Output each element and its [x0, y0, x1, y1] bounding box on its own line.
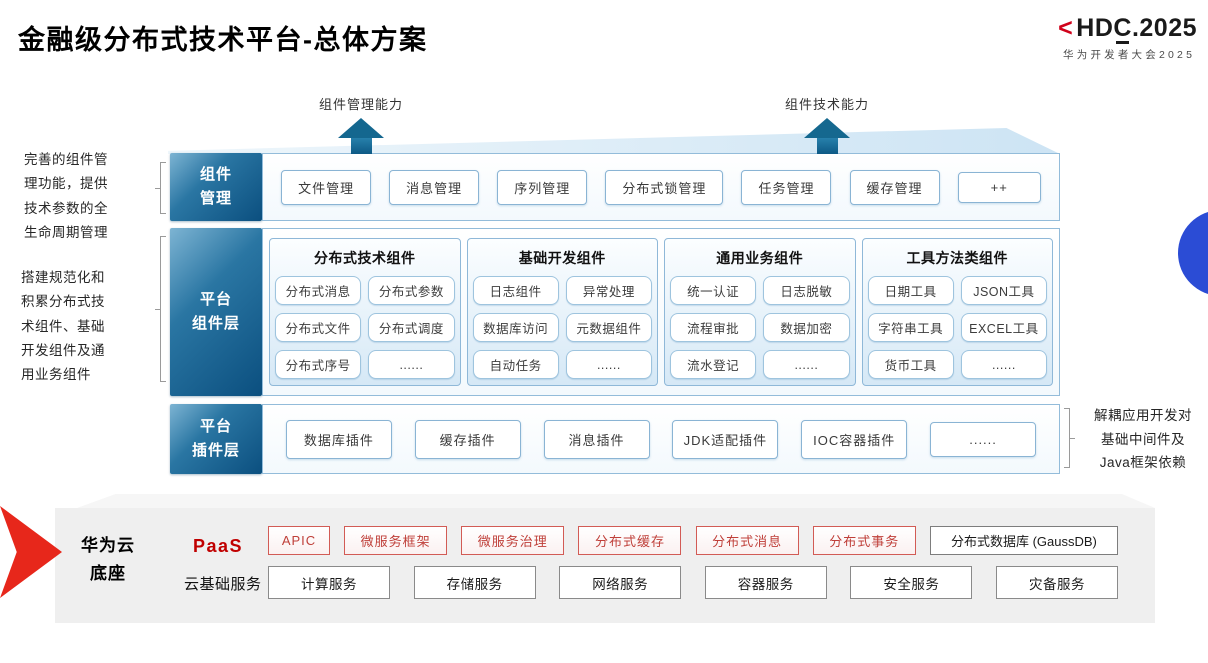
- red-chevron-icon: [0, 506, 62, 598]
- arrow-label-management: 组件管理能力: [318, 97, 403, 112]
- component-cell: JSON工具: [960, 276, 1047, 305]
- arrow-label-technology: 组件技术能力: [784, 97, 869, 112]
- hdc-left-bracket: <: [1058, 14, 1074, 42]
- plugin-item: 数据库插件: [285, 419, 392, 459]
- hdc-text-prefix: HD: [1076, 14, 1114, 42]
- iaas-service: 安全服务: [850, 566, 973, 599]
- mgmt-item: 序列管理: [497, 169, 588, 205]
- paas-service: 分布式缓存: [578, 526, 682, 555]
- layer-label-platform-components: 平台 组件层: [170, 228, 262, 396]
- foundation-roof: [77, 494, 1155, 508]
- perspective-roof: [168, 128, 1060, 154]
- component-cell: ......: [565, 350, 652, 379]
- note-decoupling: 解耦应用开发对 基础中间件及 Java框架依赖: [1094, 408, 1192, 471]
- paas-service: 分布式消息: [695, 526, 799, 555]
- mgmt-item: 任务管理: [741, 169, 832, 205]
- up-arrow-stem: [816, 138, 838, 154]
- capability-arrow-technology: 组件技术能力: [779, 94, 875, 154]
- component-cell: 异常处理: [565, 276, 652, 305]
- cloud-basic-services-label: 云基础服务: [184, 576, 262, 593]
- group-title: 分布式技术组件: [314, 250, 416, 266]
- component-cell: 货币工具: [867, 350, 954, 379]
- iaas-service: 容器服务: [704, 566, 827, 599]
- plugin-item: 消息插件: [543, 419, 650, 459]
- left-brace-bottom: [155, 236, 166, 382]
- component-cell: 分布式序号: [275, 350, 362, 379]
- mgmt-item-plus: ++: [957, 171, 1041, 203]
- component-cell: ......: [368, 350, 455, 379]
- left-brace-top: [155, 162, 166, 214]
- page-title: 金融级分布式技术平台-总体方案: [18, 25, 428, 55]
- paas-service: 微服务框架: [344, 526, 448, 555]
- layer-label-platform-plugins: 平台 插件层: [170, 404, 262, 474]
- note-platform-components: 搭建规范化和 积累分布式技 术组件、基础 开发组件及通 用业务组件: [21, 270, 105, 383]
- plugin-item: JDK适配插件: [672, 419, 779, 459]
- group-title: 基础开发组件: [518, 250, 606, 266]
- capability-arrow-management: 组件管理能力: [313, 94, 409, 154]
- component-cell: ......: [763, 350, 850, 379]
- component-cell: 日志组件: [472, 276, 559, 305]
- component-cell: 分布式参数: [368, 276, 455, 305]
- iaas-service: 计算服务: [268, 566, 390, 599]
- plugin-item: 缓存插件: [414, 419, 521, 459]
- iaas-services-row: 计算服务 存储服务 网络服务 容器服务 安全服务 灾备服务: [268, 566, 1118, 599]
- note-component-management: 完善的组件管 理功能，提供 技术参数的全 生命周期管理: [24, 152, 108, 240]
- layer-row-component-mgmt: 文件管理 消息管理 序列管理 分布式锁管理 任务管理 缓存管理 ++: [262, 153, 1060, 221]
- component-group-distributed: 分布式技术组件 分布式消息 分布式参数 分布式文件 分布式调度 分布式序号 ..…: [269, 238, 461, 386]
- layer-row-platform-components: 分布式技术组件 分布式消息 分布式参数 分布式文件 分布式调度 分布式序号 ..…: [262, 228, 1060, 396]
- up-arrow-icon: [338, 118, 384, 138]
- component-cell: 数据加密: [763, 313, 850, 342]
- mgmt-item: 分布式锁管理: [605, 169, 724, 205]
- component-cell: ......: [960, 350, 1047, 379]
- component-cell: 分布式调度: [368, 313, 455, 342]
- group-title: 工具方法类组件: [906, 250, 1008, 266]
- mgmt-item: 缓存管理: [849, 169, 940, 205]
- paas-service: 微服务治理: [461, 526, 565, 555]
- component-cell: 流水登记: [670, 350, 757, 379]
- component-cell: 字符串工具: [867, 313, 954, 342]
- component-cell: 数据库访问: [472, 313, 559, 342]
- paas-service: 分布式事务: [812, 526, 916, 555]
- paas-service-gaussdb: 分布式数据库 (GaussDB): [929, 526, 1118, 555]
- component-cell: 分布式消息: [275, 276, 362, 305]
- plugin-item: ......: [930, 421, 1037, 457]
- up-arrow-icon: [804, 118, 850, 138]
- layer-row-platform-plugins: 数据库插件 缓存插件 消息插件 JDK适配插件 IOC容器插件 ......: [262, 404, 1060, 474]
- hdc-text-suffix: .2025: [1131, 14, 1197, 42]
- mgmt-item: 消息管理: [389, 169, 480, 205]
- up-arrow-stem: [350, 138, 372, 154]
- iaas-service: 灾备服务: [995, 566, 1118, 599]
- group-title: 通用业务组件: [716, 250, 804, 266]
- paas-service: APIC: [268, 526, 330, 555]
- component-cell: 流程审批: [670, 313, 757, 342]
- component-group-business: 通用业务组件 统一认证 日志脱敏 流程审批 数据加密 流水登记 ......: [664, 238, 856, 386]
- component-cell: 分布式文件: [275, 313, 362, 342]
- component-group-basic-dev: 基础开发组件 日志组件 异常处理 数据库访问 元数据组件 自动任务 ......: [466, 238, 658, 386]
- mgmt-item: 文件管理: [281, 169, 372, 205]
- paas-services-row: APIC 微服务框架 微服务治理 分布式缓存 分布式消息 分布式事务 分布式数据…: [268, 526, 1118, 555]
- component-cell: 日期工具: [867, 276, 954, 305]
- component-cell: 统一认证: [670, 276, 757, 305]
- hdc-logo: <HDC.2025 华为开发者大会2025: [1058, 14, 1200, 62]
- plugin-item: IOC容器插件: [801, 419, 908, 459]
- component-cell: 自动任务: [472, 350, 559, 379]
- right-brace: [1064, 408, 1075, 468]
- paas-label: PaaS: [193, 536, 244, 556]
- hdc-text-c: C: [1113, 14, 1132, 42]
- blue-circle-decoration: [1178, 210, 1208, 296]
- hdc-subtitle: 华为开发者大会2025: [1063, 49, 1196, 61]
- component-cell: 元数据组件: [565, 313, 652, 342]
- hdc-wordmark: <HDC.2025: [1058, 14, 1200, 43]
- component-cell: EXCEL工具: [960, 313, 1047, 342]
- iaas-service: 网络服务: [559, 566, 682, 599]
- component-cell: 日志脱敏: [763, 276, 850, 305]
- layer-label-component-mgmt: 组件 管理: [170, 153, 262, 221]
- component-group-tools: 工具方法类组件 日期工具 JSON工具 字符串工具 EXCEL工具 货币工具 .…: [861, 238, 1053, 386]
- huawei-cloud-base-label: 华为云 底座: [81, 536, 135, 584]
- iaas-service: 存储服务: [413, 566, 536, 599]
